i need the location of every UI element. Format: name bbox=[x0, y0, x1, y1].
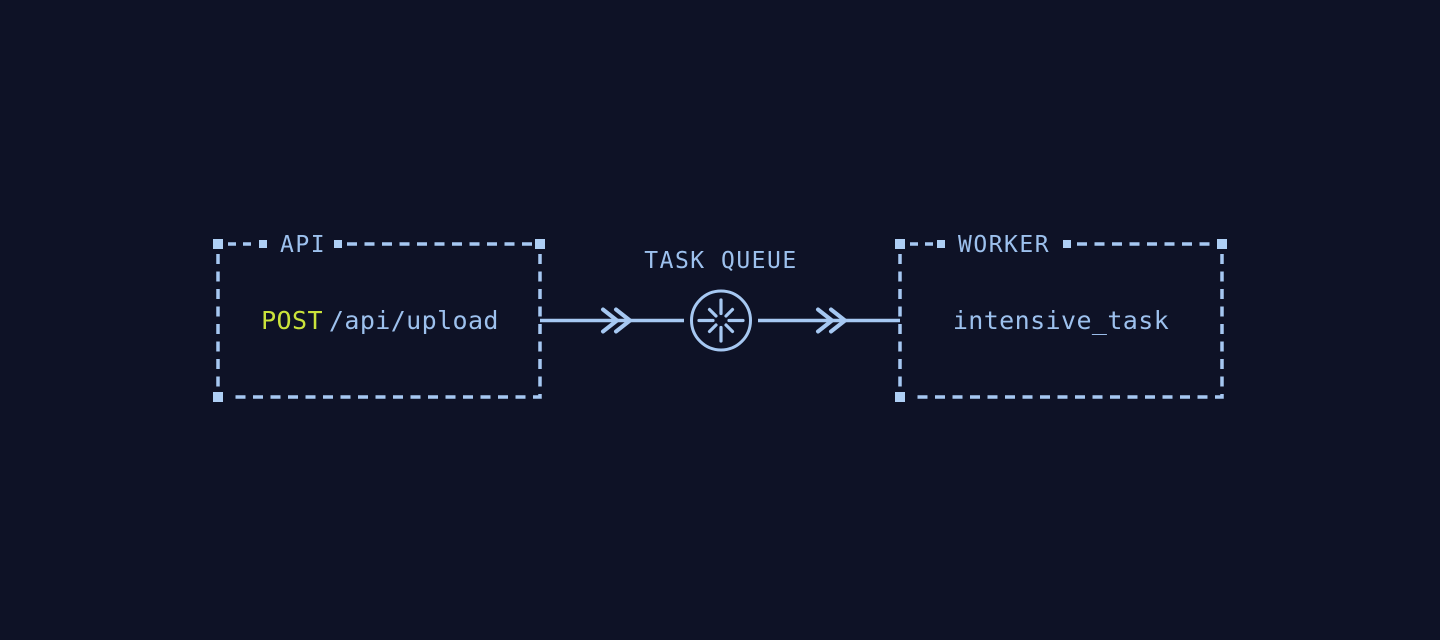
api-box: API POST/api/upload bbox=[213, 232, 545, 402]
spinner-icon bbox=[690, 289, 752, 352]
spinner-ring bbox=[690, 289, 752, 352]
worker-box-title-square-left bbox=[937, 240, 945, 248]
worker-task-text: intensive_task bbox=[953, 306, 1169, 335]
spinner-spokes bbox=[697, 298, 745, 343]
worker-box-title: WORKER bbox=[958, 232, 1050, 258]
api-box-corner-top-left bbox=[213, 239, 223, 249]
worker-box: WORKER intensive_task bbox=[895, 232, 1227, 402]
api-endpoint-text: POST/api/upload bbox=[261, 306, 499, 335]
worker-box-title-square-right bbox=[1063, 240, 1071, 248]
api-endpoint-path: /api/upload bbox=[329, 306, 499, 335]
worker-box-corner-top-right bbox=[1217, 239, 1227, 249]
worker-box-right-bottom-border bbox=[911, 254, 1224, 399]
api-box-corner-top-right bbox=[535, 239, 545, 249]
task-queue-label: TASK QUEUE bbox=[644, 248, 797, 274]
api-method-label: POST bbox=[261, 306, 323, 335]
api-box-corner-bottom-left bbox=[213, 392, 223, 402]
task-queue-node: TASK QUEUE bbox=[644, 248, 797, 352]
worker-box-corner-top-left bbox=[895, 239, 905, 249]
double-chevron-right-icon bbox=[816, 307, 847, 334]
api-box-right-bottom-border bbox=[229, 254, 542, 399]
double-chevron-right-icon bbox=[601, 307, 632, 334]
api-box-title-square-right bbox=[334, 240, 342, 248]
api-box-title-square-left bbox=[259, 240, 267, 248]
api-box-title: API bbox=[280, 232, 326, 258]
connector-queue-to-worker bbox=[758, 307, 900, 334]
connector-api-to-queue bbox=[540, 307, 684, 334]
worker-box-corner-bottom-left bbox=[895, 392, 905, 402]
